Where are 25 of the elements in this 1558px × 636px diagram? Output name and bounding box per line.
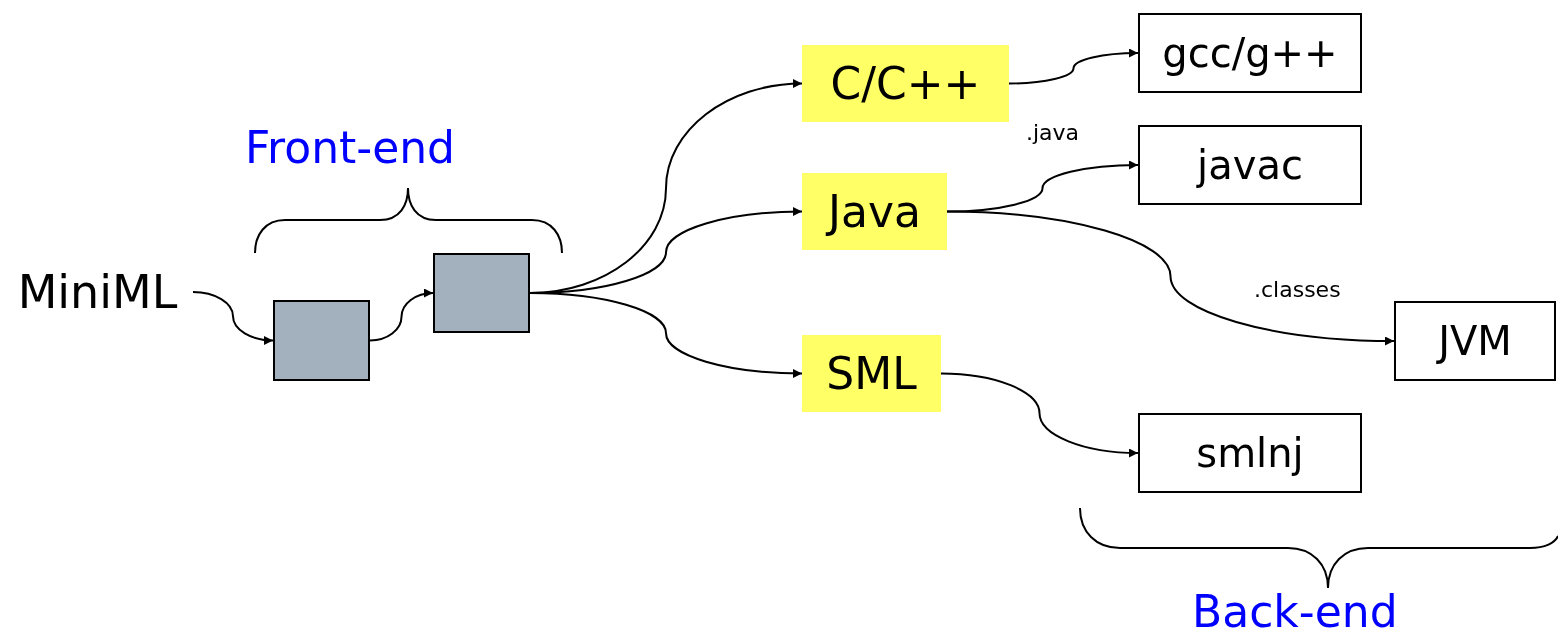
node-label: MiniML [17,265,178,319]
arrow [529,292,803,378]
language-box [802,45,1009,122]
section-heading: Front-end [245,122,456,173]
arrow [192,291,274,345]
arrow [946,160,1139,213]
node-label: smlnj [1196,430,1304,476]
stage-box [433,253,530,333]
node-label: JVM [1438,318,1512,364]
tool-box [1138,413,1362,493]
stage-box [273,300,370,381]
node-label: C/C++ [830,58,981,109]
tool-box [1394,301,1556,381]
section-heading: Back-end [1192,586,1398,636]
arrow [369,288,434,342]
language-box [802,173,947,250]
node-label: SML [826,348,917,399]
arrow [1008,48,1139,85]
node-label: gcc/g++ [1162,30,1338,76]
arrow [940,372,1139,458]
language-box [802,335,941,412]
arrow [946,210,1395,346]
node-label: javac [1197,142,1303,188]
tool-box [1138,13,1362,93]
tool-box [1138,125,1362,205]
